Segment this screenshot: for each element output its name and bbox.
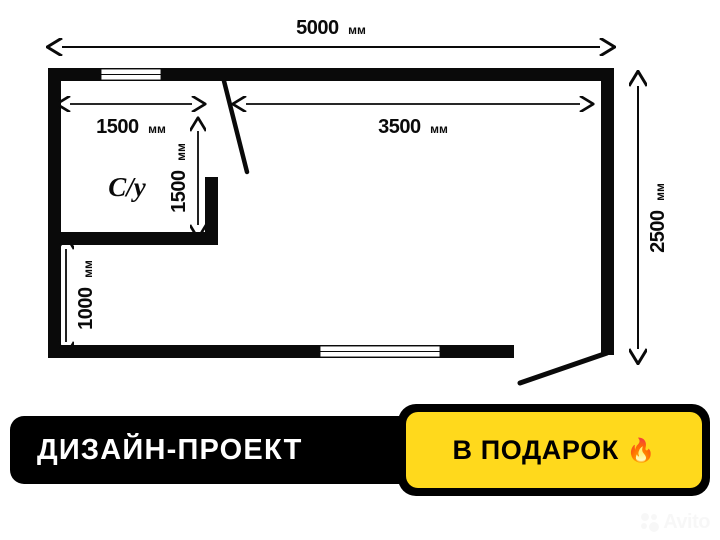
door-leaf-entry — [517, 350, 610, 386]
promo-banner: ДИЗАЙН-ПРОЕКТ В ПОДАРОК 🔥 — [10, 404, 710, 496]
floorplan-drawing: 5000 мм 1500 мм 3500 мм 1500 мм — [0, 17, 669, 386]
wall-bottom — [48, 345, 514, 358]
dimension-label-1500-w: 1500 мм — [96, 116, 166, 138]
door-leaf-bathroom — [221, 78, 250, 175]
avito-dots-icon — [641, 513, 660, 532]
wall-top — [48, 68, 614, 81]
dimension-corridor-width: 1000 мм — [66, 249, 97, 342]
dimension-bath-width: 1500 мм — [70, 104, 192, 138]
dimension-label-2500: 2500 мм — [647, 183, 669, 253]
room-label-bathroom: С/у — [108, 172, 147, 202]
dimension-label-1000: 1000 мм — [75, 260, 97, 330]
doors-group — [221, 78, 610, 386]
wall-right — [601, 68, 614, 355]
dimension-label-5000: 5000 мм — [296, 17, 366, 39]
avito-watermark: Avito — [641, 511, 710, 534]
wall-bath-bottom — [48, 232, 218, 245]
window-top-frame — [100, 68, 162, 81]
floorplan-container: 5000 мм 1500 мм 3500 мм 1500 мм — [0, 17, 669, 386]
wall-bath-right — [205, 177, 218, 237]
dimension-label-1500-d: 1500 мм — [168, 143, 190, 213]
avito-wordmark: Avito — [663, 511, 710, 533]
window-bottom-frame — [319, 345, 441, 358]
dimension-bath-depth: 1500 мм — [168, 131, 198, 225]
walls-group — [48, 68, 614, 358]
dimension-main-width: 3500 мм — [246, 104, 580, 138]
promo-design-project-label: ДИЗАЙН-ПРОЕКТ — [37, 433, 303, 466]
dimension-label-3500: 3500 мм — [378, 116, 448, 138]
dimension-overall-height: 2500 мм — [638, 86, 669, 349]
windows-group — [100, 68, 441, 358]
dimension-overall-width: 5000 мм — [62, 17, 600, 47]
fire-icon: 🔥 — [626, 436, 656, 463]
promo-gift-button-inner: В ПОДАРОК 🔥 — [406, 412, 702, 488]
wall-left — [48, 68, 61, 358]
promo-gift-label: В ПОДАРОК — [452, 434, 619, 465]
promo-gift-button[interactable]: В ПОДАРОК 🔥 — [398, 404, 710, 496]
